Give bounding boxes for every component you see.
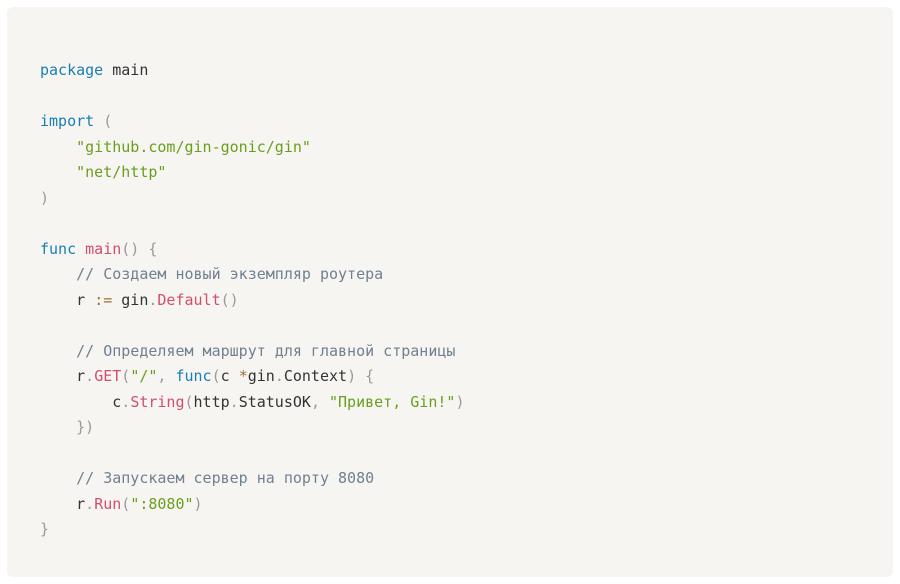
code-identifier: c [40, 392, 122, 411]
code-punctuation: ( [121, 494, 131, 513]
code-line: package main [40, 58, 893, 84]
code-punctuation: . [121, 392, 131, 411]
code-punctuation: }) [76, 418, 95, 436]
code-punctuation: . [274, 367, 284, 385]
code-comment: // Определяем маршрут для главной страни… [76, 341, 456, 360]
code-keyword: package [40, 61, 104, 79]
code-operator: := [94, 290, 113, 309]
code-identifier [40, 469, 76, 487]
code-identifier: StatusOK [238, 392, 311, 411]
code-punctuation: , [310, 392, 329, 411]
code-punctuation: ) [455, 392, 465, 411]
code-identifier [40, 418, 76, 436]
code-punctuation: . [85, 367, 95, 385]
code-identifier: r [40, 494, 86, 513]
code-punctuation: ) { [347, 367, 375, 385]
code-line: import ( [40, 109, 893, 135]
code-identifier [40, 265, 76, 283]
code-keyword: func [175, 367, 212, 385]
code-string: ":8080" [130, 494, 194, 513]
code-line: }) [40, 415, 893, 441]
code-comment: // Запускаем сервер на порту 8080 [76, 469, 375, 487]
code-line: r := gin.Default() [40, 288, 893, 314]
code-punctuation: } [40, 520, 50, 538]
code-punctuation: ( [121, 367, 131, 385]
code-line [40, 441, 893, 467]
code-line: "github.com/gin-gonic/gin" [40, 135, 893, 161]
code-identifier: Context [283, 367, 348, 385]
code-string: "/" [130, 367, 158, 385]
code-line: } [40, 517, 893, 543]
code-line: func main() { [40, 237, 893, 263]
code-identifier [40, 138, 76, 156]
code-content[interactable]: package main import ( "github.com/gin-gon… [40, 58, 893, 543]
code-identifier [76, 240, 85, 258]
code-identifier: r [40, 290, 95, 309]
code-line: // Создаем новый экземпляр роутера [40, 262, 893, 288]
code-identifier: gin [247, 367, 275, 385]
code-block: package main import ( "github.com/gin-gon… [7, 7, 893, 577]
code-function: main [85, 239, 122, 258]
code-identifier: r [40, 367, 86, 385]
code-punctuation: . [85, 494, 95, 513]
code-line: ) [40, 186, 893, 212]
code-punctuation: ) [40, 188, 50, 207]
code-function: Run [94, 494, 122, 513]
code-line: // Определяем маршрут для главной страни… [40, 339, 893, 365]
code-line [40, 84, 893, 110]
code-operator: * [238, 367, 248, 385]
code-line: "net/http" [40, 160, 893, 186]
code-identifier [40, 342, 76, 360]
code-keyword: func [40, 239, 77, 258]
code-line [40, 211, 893, 237]
code-line: r.GET("/", func(c *gin.Context) { [40, 364, 893, 390]
code-function: GET [94, 367, 122, 385]
code-punctuation: () [220, 290, 239, 309]
code-line: // Запускаем сервер на порту 8080 [40, 466, 893, 492]
code-punctuation: ( [94, 112, 113, 130]
code-punctuation: () { [121, 239, 158, 258]
code-keyword: import [40, 112, 95, 130]
code-identifier: gin [112, 290, 149, 309]
code-line: c.String(http.StatusOK, "Привет, Gin!") [40, 390, 893, 416]
code-identifier: http [193, 392, 230, 411]
code-line: r.Run(":8080") [40, 492, 893, 518]
code-identifier [40, 163, 76, 181]
code-string: "net/http" [76, 163, 167, 181]
code-string: "github.com/gin-gonic/gin" [76, 137, 311, 156]
code-punctuation: ( [184, 392, 194, 411]
code-punctuation: . [148, 290, 158, 309]
code-identifier: c [220, 367, 239, 385]
code-punctuation: , [157, 367, 176, 385]
code-string: "Привет, Gin!" [329, 392, 456, 411]
code-punctuation: . [229, 392, 239, 411]
code-identifier: main [103, 61, 149, 79]
code-punctuation: ) [193, 494, 203, 513]
code-function: Default [157, 290, 221, 309]
code-function: String [130, 392, 185, 411]
code-line [40, 313, 893, 339]
code-comment: // Создаем новый экземпляр роутера [76, 265, 384, 283]
code-punctuation: ( [211, 367, 221, 385]
